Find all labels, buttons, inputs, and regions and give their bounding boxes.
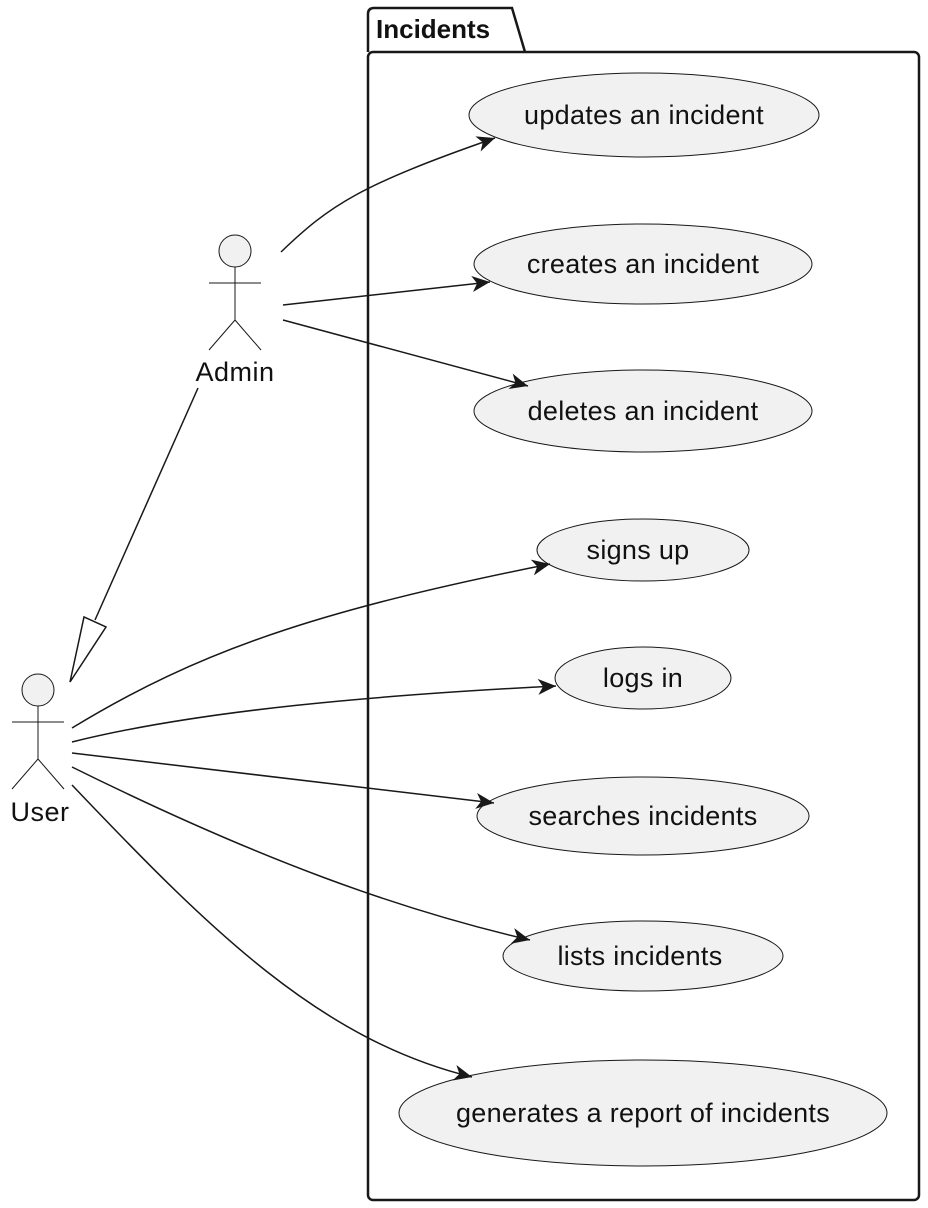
use-case-label: searches incidents (528, 801, 757, 831)
arrow-admin-updates (280, 136, 496, 253)
use-case-lists-incidents[interactable]: lists incidents (502, 920, 784, 992)
arrow-admin-deletes (282, 319, 529, 390)
actor-user[interactable]: User (10, 673, 69, 827)
admin-associations (280, 136, 529, 390)
hollow-triangle-arrowhead (69, 615, 108, 683)
arrow-user-generates (71, 784, 473, 1081)
package-tab (366, 6, 527, 53)
arrow-user-logs-in (71, 678, 557, 743)
generalization-user-to-admin (69, 387, 199, 683)
user-associations (71, 559, 557, 1081)
arrow-user-searches (71, 752, 495, 809)
use-case-label: creates an incident (527, 249, 760, 279)
actor-label: Admin (195, 357, 274, 387)
use-case-logs-in[interactable]: logs in (554, 646, 732, 710)
use-case-label: signs up (587, 535, 690, 565)
actor-label: User (10, 797, 69, 827)
use-case-searches-incidents[interactable]: searches incidents (476, 776, 810, 856)
arrow-admin-creates (282, 276, 491, 306)
package-title: Incidents (376, 14, 490, 44)
use-case-creates-an-incident[interactable]: creates an incident (473, 223, 813, 305)
package-body (366, 50, 921, 1202)
actor-admin[interactable]: Admin (195, 234, 274, 387)
use-case-label: deletes an incident (528, 396, 759, 426)
stick-figure-icon (208, 234, 262, 351)
stick-figure-icon (11, 673, 65, 790)
use-case-generates-a-report-of-incidents[interactable]: generates a report of incidents (398, 1059, 888, 1167)
arrow-user-signs-up (71, 559, 551, 729)
use-case-label: lists incidents (557, 941, 722, 971)
use-case-updates-an-incident[interactable]: updates an incident (468, 72, 820, 158)
arrow-user-lists (71, 766, 531, 944)
use-case-signs-up[interactable]: signs up (536, 518, 750, 582)
incidents-package: Incidents (366, 6, 921, 1202)
use-case-deletes-an-incident[interactable]: deletes an incident (473, 369, 813, 453)
use-case-label: generates a report of incidents (456, 1098, 830, 1128)
use-case-label: updates an incident (524, 100, 764, 130)
use-case-label: logs in (603, 663, 683, 693)
